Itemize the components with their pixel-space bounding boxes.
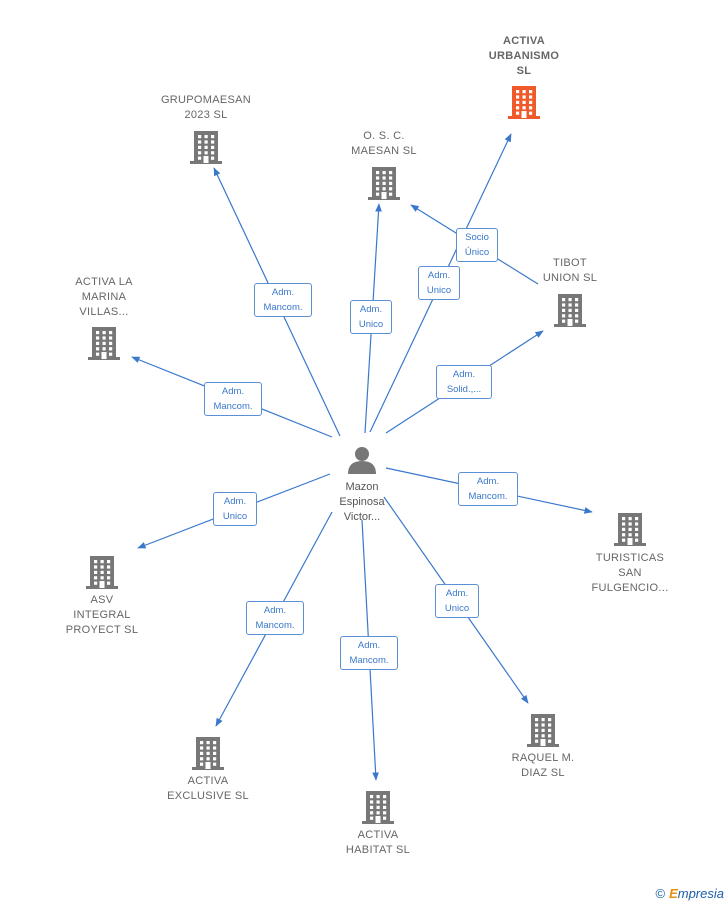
building-icon-osc-maesan[interactable]: [368, 167, 400, 200]
brand-logo: ©Empresia: [655, 886, 724, 901]
node-label-osc-maesan[interactable]: O. S. C. MAESAN SL: [351, 130, 417, 157]
node-label-grupomaesan[interactable]: GRUPOMAESAN 2023 SL: [160, 94, 252, 121]
person-icon[interactable]: [348, 447, 376, 474]
building-icon-asv-integral[interactable]: [86, 556, 118, 589]
building-icon-activa-la-marina[interactable]: [88, 327, 120, 360]
edge-label-activa-urbanismo[interactable]: Adm. Unico: [418, 266, 460, 300]
building-icon-activa-habitat[interactable]: [362, 791, 394, 824]
node-label-activa-exclusive[interactable]: ACTIVA EXCLUSIVE SL: [167, 775, 249, 802]
edge-label-activa-exclusive[interactable]: Adm. Mancom.: [246, 601, 304, 635]
building-icon-grupomaesan[interactable]: [190, 131, 222, 164]
building-icon-activa-urbanismo[interactable]: [508, 86, 540, 119]
node-label-asv-integral[interactable]: ASV INTEGRAL PROYECT SL: [65, 593, 139, 636]
edge-label-osc-maesan[interactable]: Socio Único: [456, 228, 498, 262]
edge-label-grupomaesan[interactable]: Adm. Mancom.: [254, 283, 312, 317]
node-label-activa-urbanismo[interactable]: ACTIVA URBANISMO SL: [488, 34, 560, 77]
edge-label-turisticas[interactable]: Adm. Mancom.: [458, 472, 518, 506]
copyright-icon: ©: [655, 886, 666, 901]
building-icon-turisticas[interactable]: [614, 513, 646, 546]
node-label-turisticas[interactable]: TURISTICAS SAN FULGENCIO...: [591, 551, 669, 594]
edge-label-activa-habitat[interactable]: Adm. Mancom.: [340, 636, 398, 670]
node-label-activa-habitat[interactable]: ACTIVA HABITAT SL: [345, 829, 411, 856]
center-person-label[interactable]: Mazon Espinosa Victor...: [339, 481, 385, 523]
edge-label-activa-la-marina[interactable]: Adm. Mancom.: [204, 382, 262, 416]
node-label-activa-la-marina[interactable]: ACTIVA LA MARINA VILLAS...: [75, 275, 133, 318]
building-icon-activa-exclusive[interactable]: [192, 737, 224, 770]
building-icon-raquel[interactable]: [527, 714, 559, 747]
building-icon-tibot-union[interactable]: [554, 294, 586, 327]
node-label-tibot-union[interactable]: TIBOT UNION SL: [542, 257, 598, 284]
edge-label-asv-integral[interactable]: Adm. Unico: [213, 492, 257, 526]
edge-label-tibot-union[interactable]: Adm. Solid.,...: [436, 365, 492, 399]
node-label-raquel[interactable]: RAQUEL M. DIAZ SL: [511, 752, 575, 779]
edge-label-osc-maesan[interactable]: Adm. Unico: [350, 300, 392, 334]
edge-label-raquel[interactable]: Adm. Unico: [435, 584, 479, 618]
